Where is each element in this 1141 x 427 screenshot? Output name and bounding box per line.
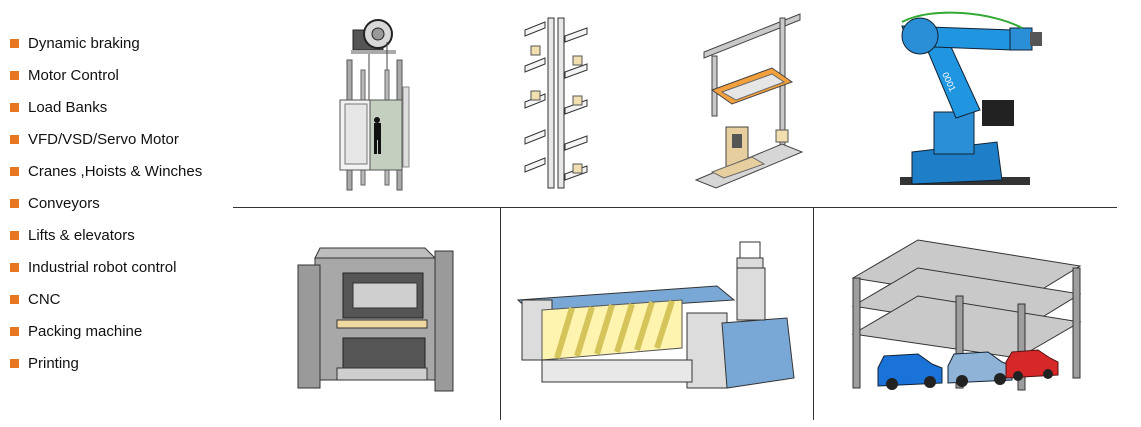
application-label: Load Banks <box>28 98 108 116</box>
gantry-crane-illustration <box>694 13 804 189</box>
list-item: Load Banks <box>10 91 202 123</box>
bullet-square-icon <box>10 230 19 240</box>
application-label: Lifts & elevators <box>28 226 135 244</box>
application-label: Motor Control <box>28 66 119 84</box>
parking-garage-illustration <box>851 239 1082 391</box>
list-item: CNC <box>10 283 202 315</box>
application-label: Conveyors <box>28 194 100 212</box>
application-label: Printing <box>28 354 79 372</box>
bullet-square-icon <box>10 326 19 336</box>
application-label: Cranes ,Hoists & Winches <box>28 162 203 180</box>
list-item: Lifts & elevators <box>10 219 202 251</box>
bullet-square-icon <box>10 262 19 272</box>
list-item: Packing machine <box>10 315 202 347</box>
application-label: CNC <box>28 290 61 308</box>
bullet-square-icon <box>10 70 19 80</box>
bullet-square-icon <box>10 38 19 48</box>
vertical-divider-left <box>500 208 501 420</box>
list-item: Dynamic braking <box>10 27 202 59</box>
stamping-press-illustration <box>297 247 454 392</box>
list-item: Conveyors <box>10 187 202 219</box>
vertical-conveyor-illustration <box>524 17 588 189</box>
application-list: Dynamic braking Motor Control Load Banks… <box>10 27 202 379</box>
list-item: Cranes ,Hoists & Winches <box>10 155 202 187</box>
application-label: Dynamic braking <box>28 34 140 52</box>
list-item: VFD/VSD/Servo Motor <box>10 123 202 155</box>
bullet-square-icon <box>10 358 19 368</box>
printing-machine-illustration <box>516 241 795 389</box>
list-item: Printing <box>10 347 202 379</box>
bullet-square-icon <box>10 166 19 176</box>
list-item: Motor Control <box>10 59 202 91</box>
bullet-square-icon <box>10 102 19 112</box>
application-label: Industrial robot control <box>28 258 177 276</box>
bullet-square-icon <box>10 198 19 208</box>
bullet-square-icon <box>10 294 19 304</box>
bullet-square-icon <box>10 134 19 144</box>
vertical-divider-right <box>813 208 814 420</box>
list-item: Industrial robot control <box>10 251 202 283</box>
industrial-robot-arm-illustration: 0001 <box>900 11 1042 185</box>
horizontal-divider <box>233 207 1117 208</box>
application-label: VFD/VSD/Servo Motor <box>28 130 179 148</box>
elevator-illustration <box>339 19 410 191</box>
application-label: Packing machine <box>28 322 143 340</box>
